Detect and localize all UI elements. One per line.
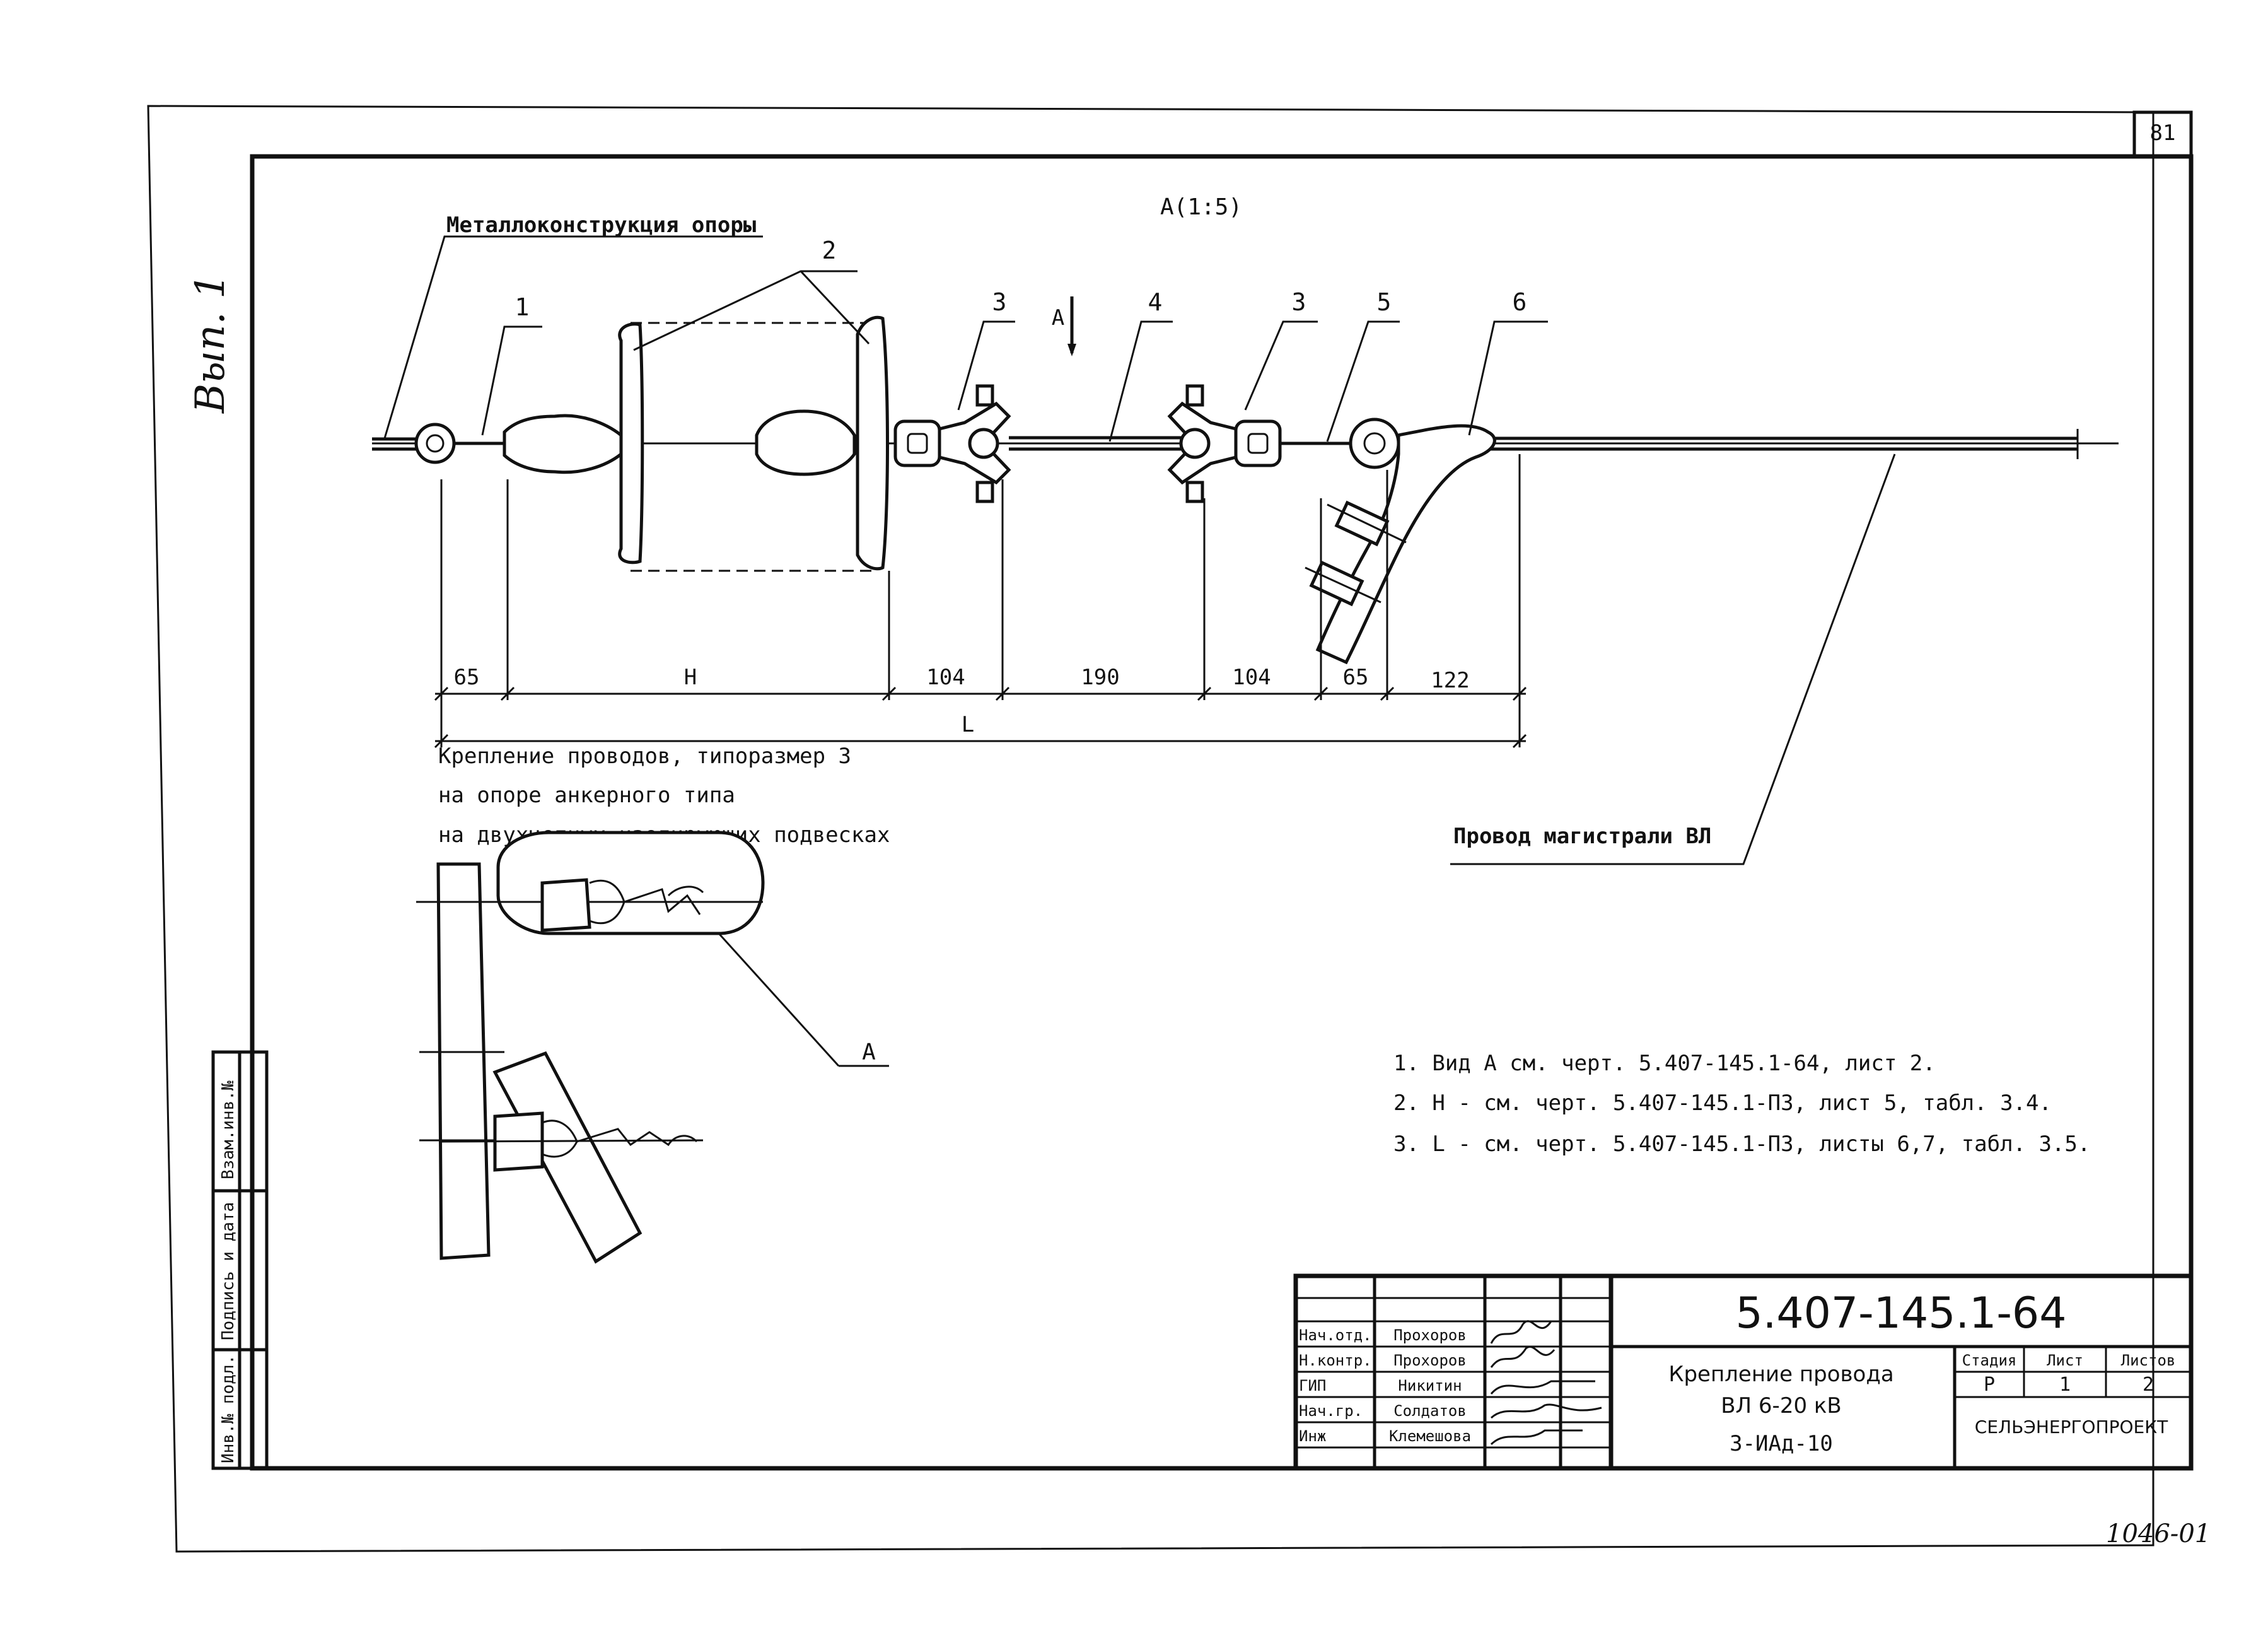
dimension-l: L [962, 712, 974, 737]
structure-label: Металлоконструкция опоры [446, 213, 756, 238]
archive-number: 1046-01 [2106, 1519, 2211, 1548]
detail-label: А [862, 1039, 876, 1065]
dimension-190: 190 [1081, 665, 1119, 690]
organization: СЕЛЬЭНЕРГОПРОЕКТ [1975, 1417, 2168, 1437]
insulator-right [755, 315, 889, 571]
link-fitting-right [1167, 384, 1282, 503]
strain-clamp [1305, 424, 1496, 665]
callout-1: 1 [515, 293, 530, 321]
note-1: 1. Вид А см. черт. 5.407-145.1-64, лист … [1393, 1051, 1936, 1076]
stage-value: Р [1984, 1374, 1995, 1396]
version-note: Вып. 1 [187, 273, 234, 414]
title-line-3: 3-ИАд-10 [1730, 1431, 1833, 1456]
side-stamp-replaced-inventory: Взам.инв.№ [219, 1080, 238, 1179]
callout-5: 5 [1377, 288, 1392, 316]
notes: 1. Вид А см. черт. 5.407-145.1-64, лист … [1393, 1051, 2090, 1157]
signatures [1490, 1320, 1602, 1446]
eye-fitting [1349, 418, 1400, 469]
side-stamp-signature-date: Подпись и дата [219, 1202, 238, 1340]
sheets-value: 2 [2143, 1374, 2154, 1396]
wire-label: Провод магистрали ВЛ [1453, 824, 1711, 849]
dimension-122: 122 [1431, 668, 1469, 693]
doc-code: 5.407-145.1-64 [1736, 1289, 2067, 1338]
title-line-2: ВЛ 6-20 кВ [1721, 1393, 1842, 1418]
role-4-name: Солдатов [1393, 1402, 1467, 1420]
caption-line-1: Крепление проводов, типоразмер 3 [438, 744, 851, 769]
dimension-104-right: 104 [1232, 665, 1271, 690]
structure-label-group: Металлоконструкция опоры [383, 213, 763, 439]
link-fitting-left [893, 384, 1011, 503]
role-3: ГИП [1299, 1377, 1326, 1395]
wire-label-group: Провод магистрали ВЛ [1450, 453, 1896, 865]
view-arrow: А [1052, 296, 1076, 356]
role-2: Н.контр. [1299, 1352, 1372, 1369]
dimension-chain: 65 Н 104 190 104 65 122 L [434, 454, 1527, 749]
role-2-name: Прохоров [1393, 1352, 1467, 1369]
sheet-header: Лист [2047, 1352, 2083, 1369]
note-2: 2. Н - см. черт. 5.407-145.1-ПЗ, лист 5,… [1393, 1090, 2052, 1116]
dimension-65-right: 65 [1343, 665, 1369, 690]
callout-4: 4 [1148, 288, 1163, 316]
note-3: 3. L - см. черт. 5.407-145.1-ПЗ, листы 6… [1393, 1131, 2090, 1157]
callouts: 1 2 3 4 3 5 6 [481, 237, 1548, 442]
pole-overview: А [416, 831, 889, 1264]
callout-3-left: 3 [992, 288, 1007, 316]
role-1-name: Прохоров [1393, 1326, 1467, 1344]
role-1: Нач.отд. [1299, 1326, 1372, 1344]
role-3-name: Никитин [1398, 1377, 1462, 1395]
role-4: Нач.гр. [1299, 1402, 1363, 1420]
view-title: А(1:5) [1160, 194, 1242, 220]
side-stamp-original-inventory: Инв.№ подл. [219, 1355, 238, 1463]
sheet-value: 1 [2059, 1374, 2071, 1396]
insulator-left [503, 322, 644, 564]
page-number: 81 [2150, 120, 2176, 146]
sheets-header: Листов [2121, 1352, 2176, 1369]
role-5: Инж [1299, 1427, 1326, 1445]
insulator-envelope [631, 322, 873, 572]
eye-bolt [414, 423, 504, 464]
role-5-name: Клемешова [1389, 1427, 1471, 1445]
caption-line-2: на опоре анкерного типа [438, 783, 735, 808]
dimension-104-left: 104 [926, 665, 965, 690]
callout-3-right: 3 [1292, 288, 1306, 316]
title-line-1: Крепление провода [1668, 1362, 1893, 1387]
callout-6: 6 [1513, 288, 1527, 316]
title-block: 5.407-145.1-64 Нач.отд. Прохоров Н.контр… [1293, 1273, 2194, 1471]
dimension-h: Н [684, 665, 697, 690]
view-arrow-label: А [1052, 305, 1064, 330]
callout-2: 2 [822, 237, 837, 264]
stage-header: Стадия [1962, 1352, 2017, 1369]
side-stamp: Взам.инв.№ Подпись и дата Инв.№ подл. [211, 1050, 269, 1470]
dimension-65-left: 65 [454, 665, 480, 690]
sheet-frame [147, 105, 2194, 1553]
